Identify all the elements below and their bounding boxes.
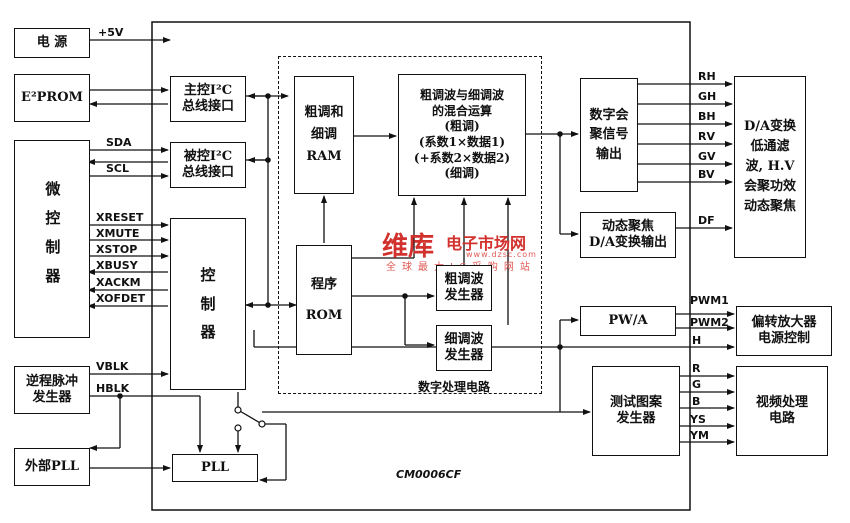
dsp-label: 数字处理电路 (418, 380, 491, 394)
retrace-pulse-generator: 逆程脉冲 发生器 (14, 366, 90, 414)
signal-xreset: XRESET (96, 211, 144, 224)
convergence-signal-output: 数字会 聚信号 输出 (580, 78, 638, 192)
dynamic-focus-da-output: 动态聚焦 D/A变换输出 (580, 212, 676, 258)
pll-block: PLL (172, 454, 258, 482)
signal-xofdet: XOFDET (96, 292, 146, 305)
external-pll: 外部PLL (14, 448, 90, 486)
mix-calc-block: 粗调波与细调波 的混合运算 (粗调) (系数1×数据1) (+系数2×数据2) … (398, 74, 526, 196)
signal-scl: SCL (106, 162, 130, 175)
signal-rh: RH (698, 70, 716, 83)
signal-h: H (692, 334, 702, 347)
eeprom-block: E²PROM (14, 74, 90, 122)
signal-bh: BH (698, 110, 716, 123)
signal-rv: RV (698, 130, 715, 143)
signal-pwm2: PWM2 (690, 316, 729, 329)
video-processing-circuit: 视频处理 电路 (736, 366, 828, 456)
signal-gh: GH (698, 90, 717, 103)
signal-g: G (692, 378, 702, 391)
controller-block: 控 制 器 (170, 218, 246, 390)
signal-xbusy: XBUSY (96, 259, 138, 272)
watermark-url: www.dzsc.com (466, 250, 537, 259)
signal-hblk: HBLK (96, 382, 130, 395)
signal-5v: +5V (98, 26, 124, 39)
signal-xmute: XMUTE (96, 227, 140, 240)
signal-sda: SDA (106, 136, 132, 149)
chip-outline (151, 21, 691, 511)
fine-wave-generator: 细调波 发生器 (436, 325, 492, 371)
program-rom: 程序 ROM (296, 245, 352, 355)
dsp-region (278, 56, 542, 394)
mcu-label: 微控制器 (43, 181, 62, 297)
chip-label: CM0006CF (396, 468, 462, 481)
da-conversion-block: D/A变换 低通滤 波, H.V 会聚功效 动态聚焦 (734, 76, 806, 258)
signal-ym: YM (690, 429, 709, 442)
signal-xackm: XACKM (96, 276, 141, 289)
signal-vblk: VBLK (96, 360, 129, 373)
signal-bv: BV (698, 168, 715, 181)
deflection-amp-power: 偏转放大器 电源控制 (736, 306, 832, 356)
slave-i2c-interface: 被控I²C 总线接口 (170, 142, 246, 188)
mcu-block: 微控制器 (14, 140, 90, 338)
power-block: 电 源 (14, 28, 90, 58)
signal-pwm1: PWM1 (690, 294, 729, 307)
coarse-fine-ram: 粗调和 细调 RAM (294, 76, 354, 194)
signal-xstop: XSTOP (96, 243, 138, 256)
master-i2c-interface: 主控I²C 总线接口 (170, 76, 246, 122)
pwa-block: PW/A (580, 306, 676, 336)
watermark-title: 电子市场网 (446, 234, 527, 253)
signal-b: B (692, 395, 701, 408)
test-pattern-generator: 测试图案 发生器 (592, 366, 680, 456)
signal-df: DF (698, 214, 715, 227)
signal-gv: GV (698, 150, 716, 163)
signal-r: R (692, 362, 701, 375)
coarse-wave-generator: 粗调波 发生器 (436, 265, 492, 311)
watermark-logo: 维库 (382, 232, 435, 262)
signal-ys: YS (690, 413, 706, 426)
